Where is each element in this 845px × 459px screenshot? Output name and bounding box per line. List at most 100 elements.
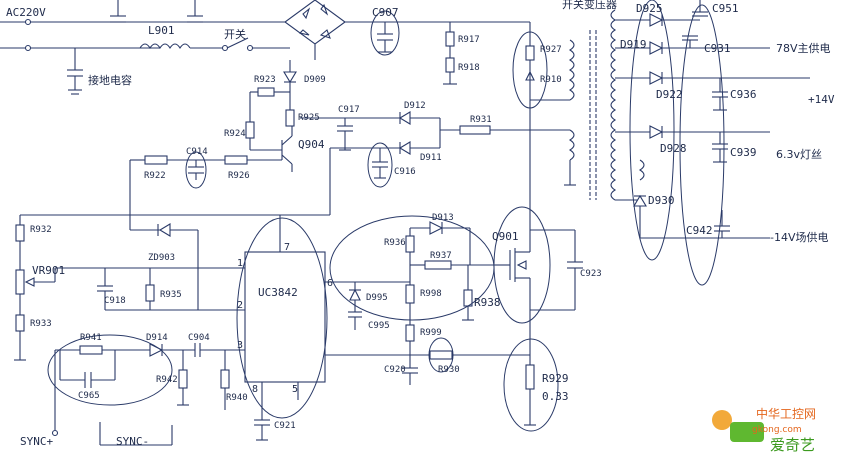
r926-label: R926 bbox=[228, 171, 250, 181]
output-plus14-label: +14V bbox=[808, 93, 835, 106]
watermark-domain: gkong.com bbox=[752, 425, 802, 435]
ac-input-section bbox=[0, 0, 570, 215]
switch-transformer bbox=[564, 9, 650, 201]
output-rails bbox=[633, 0, 810, 239]
r927-label: R927 bbox=[540, 45, 562, 55]
watermark: 中华工控网 gkong.com 爱奇艺 bbox=[712, 406, 816, 454]
r925-label: R925 bbox=[298, 113, 320, 123]
highlight-ic bbox=[236, 217, 328, 419]
r940-label: R940 bbox=[226, 393, 248, 403]
c939-label: C939 bbox=[730, 146, 757, 159]
c918-label: C918 bbox=[104, 296, 126, 306]
d914-label: D914 bbox=[146, 333, 168, 343]
c916-label: C916 bbox=[394, 167, 416, 177]
inductor-label: L901 bbox=[148, 24, 175, 37]
r933-label: R933 bbox=[30, 319, 52, 329]
ic-pin-7: 7 bbox=[284, 242, 290, 253]
d930-label: D930 bbox=[648, 194, 675, 207]
c917-label: C917 bbox=[338, 105, 360, 115]
ic-pin-8: 8 bbox=[252, 384, 258, 395]
ic-pin-5: 5 bbox=[292, 384, 298, 395]
r924-label: R924 bbox=[224, 129, 246, 139]
startup-circuit bbox=[20, 60, 570, 216]
highlight-sync bbox=[47, 334, 173, 406]
d995-label: D995 bbox=[366, 293, 388, 303]
d922-label: D922 bbox=[656, 88, 683, 101]
watermark-site: 中华工控网 bbox=[756, 406, 816, 421]
drive-section bbox=[348, 215, 583, 426]
sync-section bbox=[51, 343, 230, 446]
ic-pin-3: 3 bbox=[237, 340, 243, 351]
q901-label: Q901 bbox=[492, 230, 519, 243]
uc3842-ic bbox=[200, 215, 410, 441]
ground-cap-label: 接地电容 bbox=[88, 73, 132, 87]
transformer-label: 开关变压器 bbox=[562, 0, 617, 11]
input-label: AC220V bbox=[6, 6, 46, 19]
r929-value: 0.33 bbox=[542, 390, 569, 403]
c931-label: C931 bbox=[704, 42, 731, 55]
r918-label: R918 bbox=[458, 63, 480, 73]
d928-label: D928 bbox=[660, 142, 687, 155]
c921-label: C921 bbox=[274, 421, 296, 431]
highlight-r930 bbox=[428, 337, 454, 373]
ic-pin-6: 6 bbox=[327, 278, 333, 289]
r937-label: R937 bbox=[430, 251, 452, 261]
r910-label: R910 bbox=[540, 75, 562, 85]
r932-label: R932 bbox=[30, 225, 52, 235]
r929-label: R929 bbox=[542, 372, 569, 385]
zd903-label: ZD903 bbox=[148, 253, 175, 263]
c965-label: C965 bbox=[78, 391, 100, 401]
ic-label: UC3842 bbox=[258, 286, 298, 299]
highlight-r929 bbox=[503, 338, 559, 432]
c904-label: C904 bbox=[188, 333, 210, 343]
r938-label: R938 bbox=[474, 296, 501, 309]
sync-plus-label: SYNC+ bbox=[20, 435, 53, 448]
r941-label: R941 bbox=[80, 333, 102, 343]
r999-label: R999 bbox=[420, 328, 442, 338]
r931-label: R931 bbox=[470, 115, 492, 125]
c942-label: C942 bbox=[686, 224, 713, 237]
switch-label: 开关 bbox=[224, 27, 246, 41]
c995-label: C995 bbox=[368, 321, 390, 331]
highlight-mosfet bbox=[493, 206, 551, 324]
highlight-filter-caps bbox=[679, 4, 725, 286]
c914-label: C914 bbox=[186, 147, 208, 157]
r936-label: R936 bbox=[384, 238, 406, 248]
d911-label: D911 bbox=[420, 153, 442, 163]
c923-label: C923 bbox=[580, 269, 602, 279]
output-minus14-label: -14V场供电 bbox=[770, 230, 829, 244]
r930-label: R930 bbox=[438, 365, 460, 375]
d913-label: D913 bbox=[432, 213, 454, 223]
sync-minus-label: SYNC- bbox=[116, 435, 149, 448]
r942-label: R942 bbox=[156, 375, 178, 385]
highlight-c916 bbox=[367, 142, 393, 188]
r922-label: R922 bbox=[144, 171, 166, 181]
c951-label: C951 bbox=[712, 2, 739, 15]
ic-pin-2: 2 bbox=[237, 300, 243, 311]
r923-label: R923 bbox=[254, 75, 276, 85]
watermark-gear-icon bbox=[712, 410, 732, 430]
d909-label: D909 bbox=[304, 75, 326, 85]
d919-label: D919 bbox=[620, 38, 647, 51]
output-main-label: 78V主供电 bbox=[776, 41, 831, 55]
highlight-snubber bbox=[512, 31, 548, 109]
c907-label: C907 bbox=[372, 6, 399, 19]
d925-label: D925 bbox=[636, 2, 663, 15]
output-filament-label: 6.3v灯丝 bbox=[776, 148, 822, 161]
voltage-adjust bbox=[14, 215, 245, 361]
r998-label: R998 bbox=[420, 289, 442, 299]
watermark-brand: 爱奇艺 bbox=[770, 436, 815, 454]
q904-label: Q904 bbox=[298, 138, 325, 151]
watermark-logo-icon bbox=[730, 422, 764, 442]
r917-label: R917 bbox=[458, 35, 480, 45]
highlight-c907 bbox=[370, 10, 400, 56]
c920-label: C920 bbox=[384, 365, 406, 375]
vr901-label: VR901 bbox=[32, 264, 65, 277]
ic-pin-1: 1 bbox=[237, 258, 243, 269]
c936-label: C936 bbox=[730, 88, 757, 101]
r935-label: R935 bbox=[160, 290, 182, 300]
highlight-c914 bbox=[185, 151, 207, 189]
d912-label: D912 bbox=[404, 101, 426, 111]
